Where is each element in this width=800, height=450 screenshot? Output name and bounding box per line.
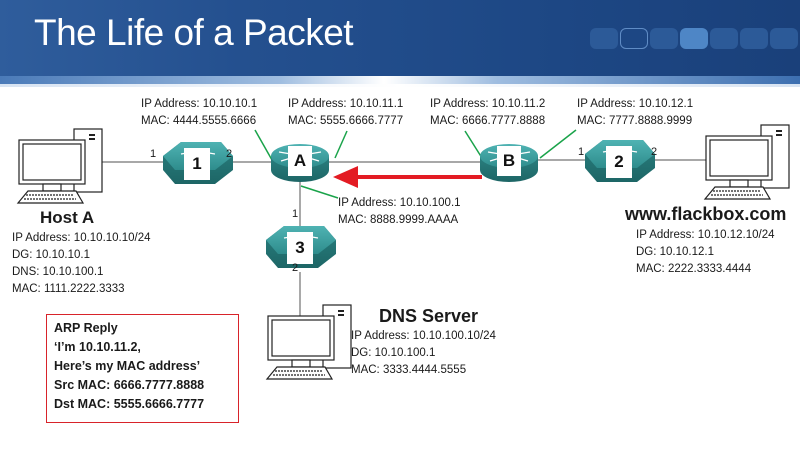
callout-routera-left (254, 129, 273, 161)
mac-address: MAC: 7777.8888.9999 (577, 115, 693, 127)
dns-server-ip: IP Address: 10.10.100.10/24 (351, 330, 496, 342)
router-a-down-interface: IP Address: 10.10.100.1 MAC: 8888.9999.A… (338, 195, 461, 229)
web-server-details: IP Address: 10.10.12.10/24 DG: 10.10.12.… (636, 227, 775, 278)
callout-routera-down (300, 185, 339, 199)
header-glow (0, 76, 800, 86)
ip-address: IP Address: 10.10.100.1 (338, 197, 461, 209)
switch-2-port-2: 2 (651, 146, 658, 158)
router-a-left-interface: IP Address: 10.10.10.1 MAC: 4444.5555.66… (141, 96, 257, 130)
ip-address: IP Address: 10.10.12.1 (577, 98, 694, 110)
web-server-dg: DG: 10.10.12.1 (636, 246, 714, 258)
mac-address: MAC: 4444.5555.6666 (141, 115, 257, 127)
host-a-dns: DNS: 10.10.100.1 (12, 266, 104, 278)
router-b-label: B (497, 146, 521, 176)
switch-1-port-2: 2 (226, 148, 233, 160)
ip-address: IP Address: 10.10.10.1 (141, 98, 258, 110)
switch-3-label: 3 (287, 232, 313, 264)
packet-arrow (333, 166, 482, 188)
router-a-right-interface: IP Address: 10.10.11.1 MAC: 5555.6666.77… (288, 96, 403, 130)
callout-routerb-right (539, 129, 577, 159)
dns-server-dg: DG: 10.10.100.1 (351, 347, 436, 359)
ip-address: IP Address: 10.10.11.2 (430, 98, 546, 110)
host-a-mac: MAC: 1111.2222.3333 (12, 283, 125, 295)
arp-reply-src-mac: Src MAC: 6666.7777.8888 (54, 378, 205, 392)
mac-address: MAC: 6666.7777.8888 (430, 115, 546, 127)
arp-reply-dst-mac: Dst MAC: 5555.6666.7777 (54, 397, 205, 411)
router-b-left-interface: IP Address: 10.10.11.2 MAC: 6666.7777.88… (430, 96, 545, 130)
slide-nav-dot[interactable] (620, 28, 648, 49)
switch-3-port-1: 1 (292, 208, 299, 220)
dns-server-name: DNS Server (379, 306, 479, 326)
arp-reply-line: ‘I’m 10.10.11.2, (54, 340, 141, 354)
switch-1-label: 1 (184, 148, 210, 180)
header-divider (0, 84, 800, 87)
web-server-mac: MAC: 2222.3333.4444 (636, 263, 752, 275)
arp-reply-box: ARP Reply ‘I’m 10.10.11.2, Here’s my MAC… (46, 314, 239, 423)
callout-routerb-left (464, 130, 483, 159)
host-a-computer-icon[interactable] (16, 128, 103, 204)
host-a-ip: IP Address: 10.10.10.10/24 (12, 232, 151, 244)
callout-routera-right (334, 130, 348, 159)
slide-nav-dot[interactable] (590, 28, 618, 49)
mac-address: MAC: 5555.6666.7777 (288, 115, 404, 127)
host-a-dg: DG: 10.10.10.1 (12, 249, 90, 261)
web-server-name: www.flackbox.com (625, 204, 787, 224)
slide-nav-dot[interactable] (770, 28, 798, 49)
dns-server-mac: MAC: 3333.4444.5555 (351, 364, 467, 376)
host-a-name: Host A (40, 208, 95, 227)
arp-reply-title: ARP Reply (54, 321, 118, 335)
switch-3-port-2: 2 (292, 262, 299, 274)
slide-nav (590, 28, 798, 49)
slide-nav-dot[interactable] (710, 28, 738, 49)
slide-nav-dot-active[interactable] (680, 28, 708, 49)
switch-2-port-1: 1 (578, 146, 585, 158)
interface-callouts (254, 129, 577, 199)
web-server-computer-icon[interactable] (703, 124, 790, 200)
dns-server-details: IP Address: 10.10.100.10/24 DG: 10.10.10… (351, 328, 496, 379)
slide-nav-dot[interactable] (650, 28, 678, 49)
switch-2-label: 2 (606, 146, 632, 178)
web-server-ip: IP Address: 10.10.12.10/24 (636, 229, 775, 241)
ip-address: IP Address: 10.10.11.1 (288, 98, 404, 110)
mac-address: MAC: 8888.9999.AAAA (338, 214, 459, 226)
slide-nav-dot[interactable] (740, 28, 768, 49)
links (98, 159, 708, 318)
switch-1-port-1: 1 (150, 148, 157, 160)
arp-reply-line: Here’s my MAC address’ (54, 359, 201, 373)
host-a-details: IP Address: 10.10.10.10/24 DG: 10.10.10.… (12, 230, 151, 298)
router-b-right-interface: IP Address: 10.10.12.1 MAC: 7777.8888.99… (577, 96, 693, 130)
slide-title: The Life of a Packet (34, 12, 354, 53)
router-a-label: A (288, 146, 312, 176)
dns-server-computer-icon[interactable] (265, 304, 352, 380)
